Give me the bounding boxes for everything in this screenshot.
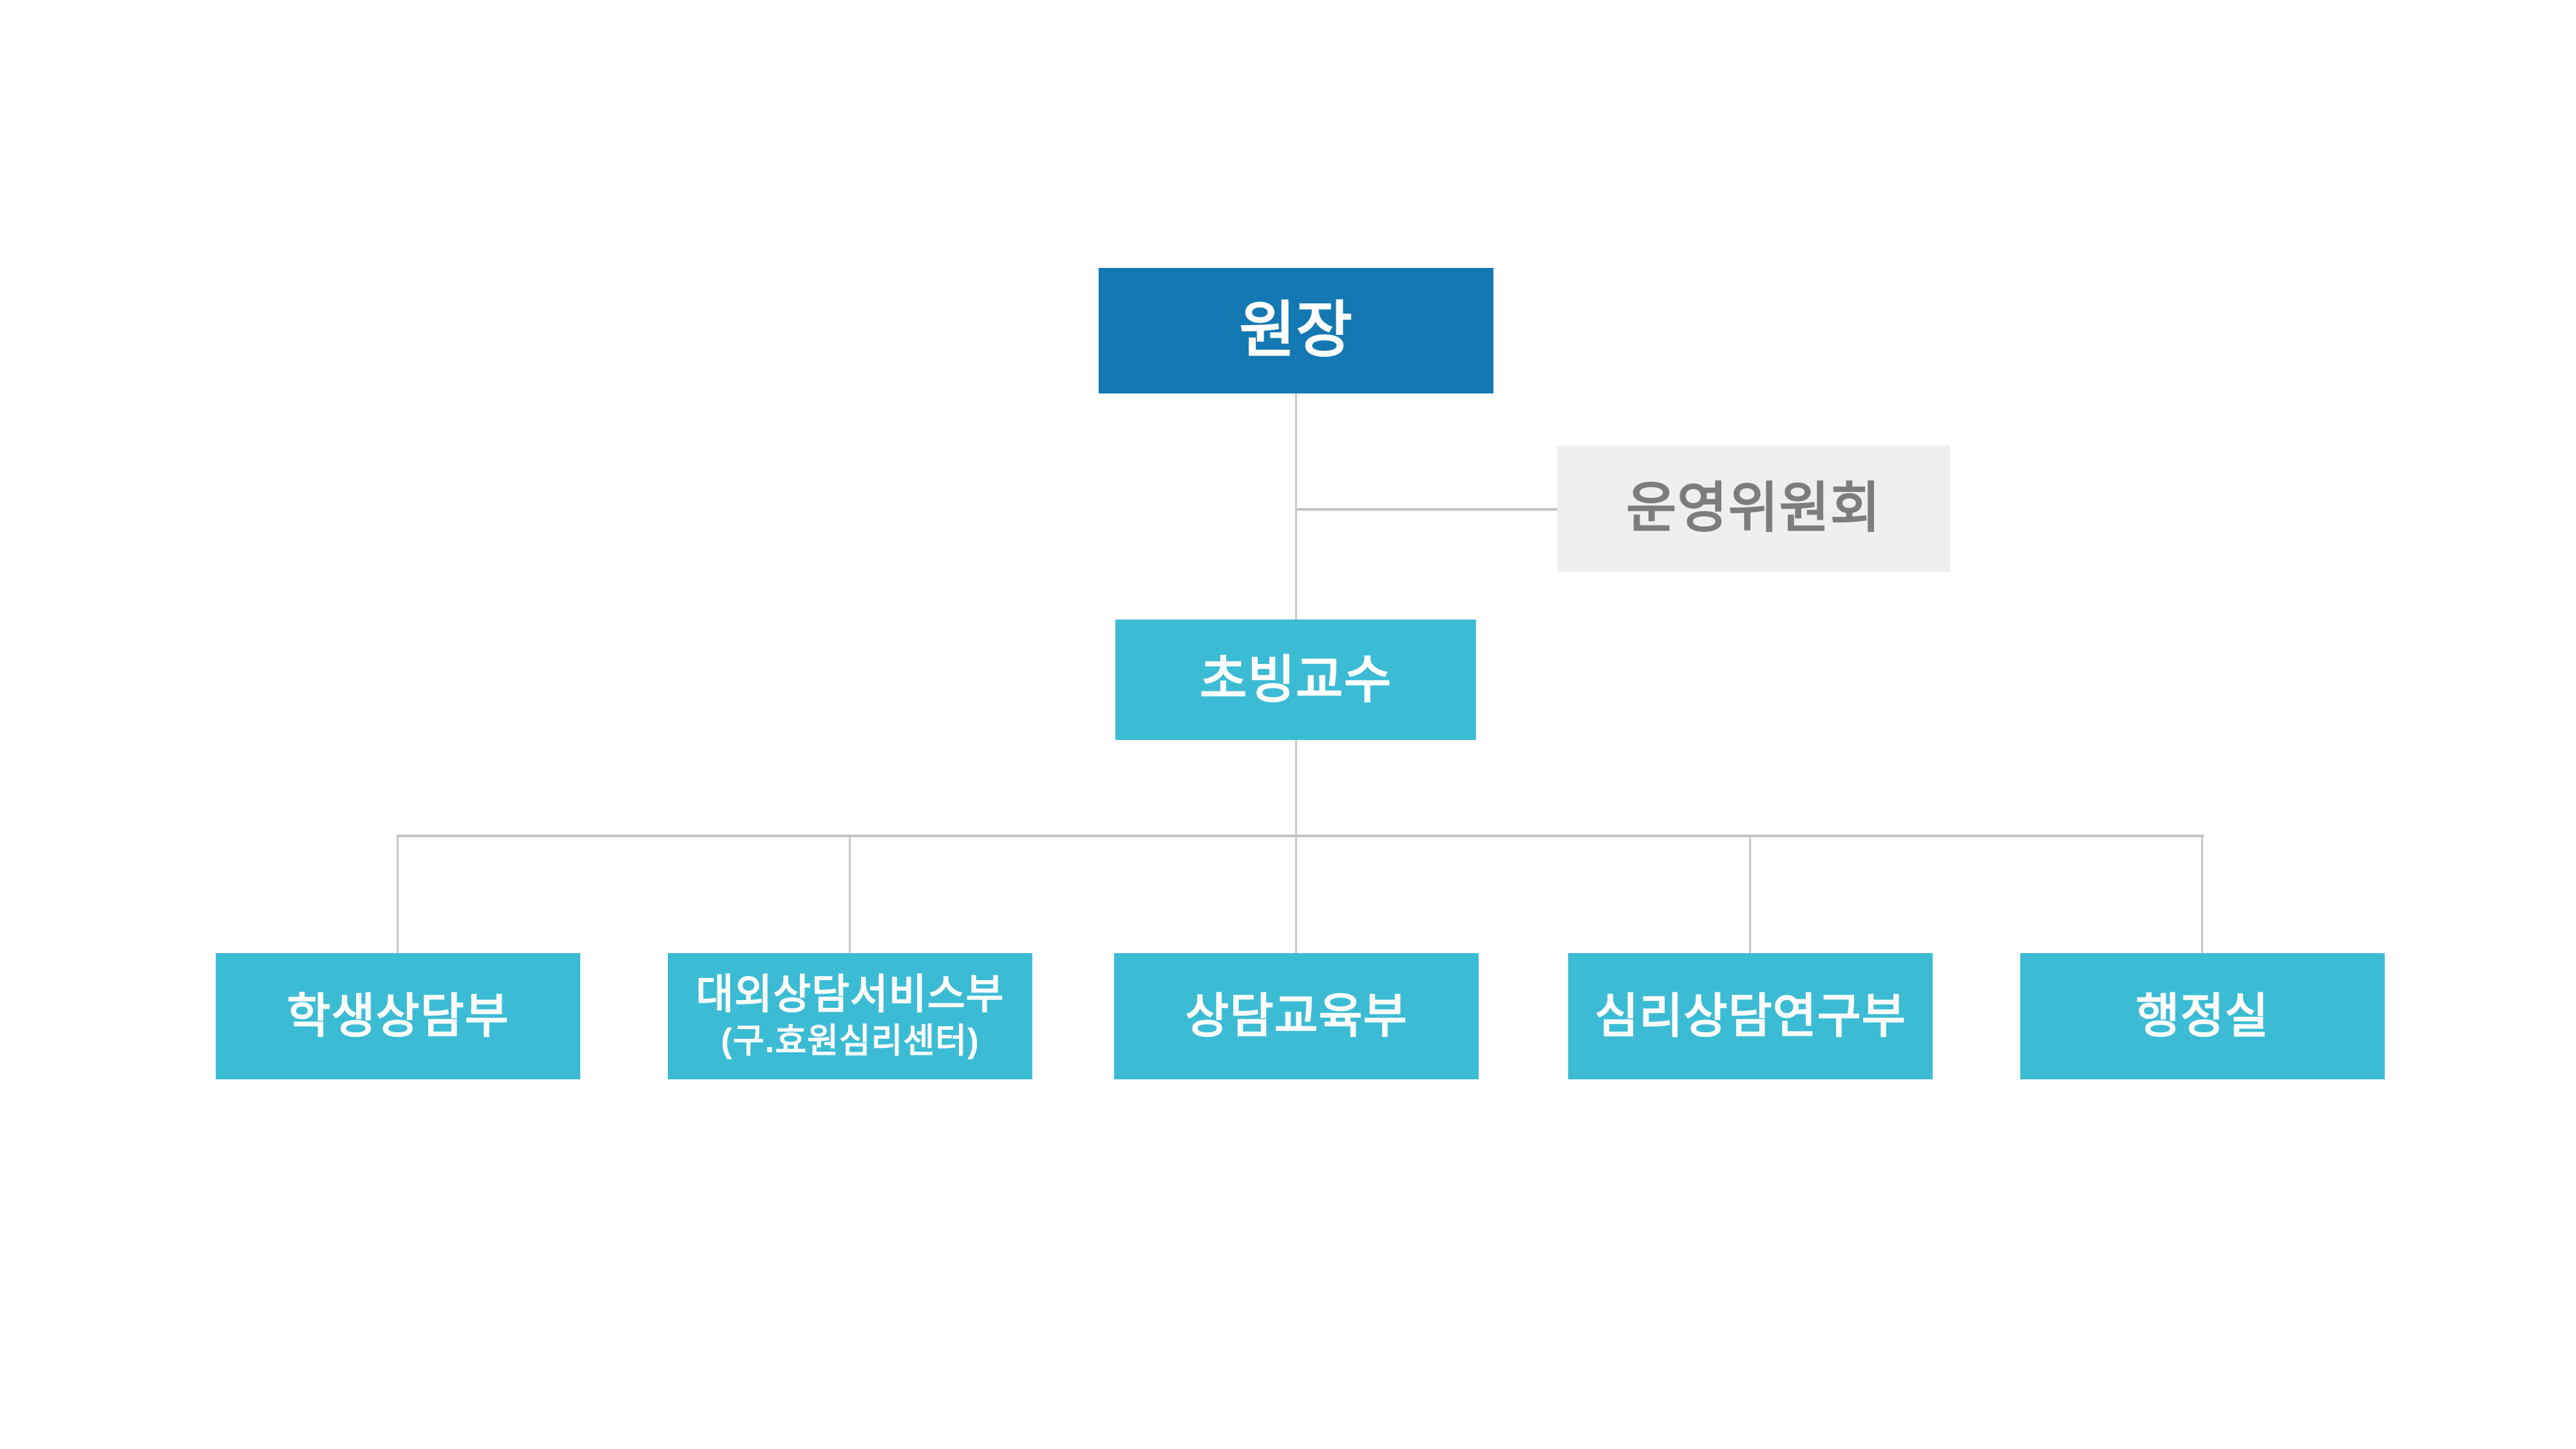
- director-label: 원장: [1239, 296, 1353, 365]
- connector-drop-student-counseling: [397, 836, 399, 953]
- steering-committee-label: 운영위원회: [1625, 478, 1881, 540]
- connector-director-to-professor: [1295, 393, 1297, 836]
- org-node-psychological-counseling-research-dept: 심리상담연구부: [1568, 953, 1933, 1079]
- org-node-invited-professor: 초빙교수: [1115, 620, 1476, 740]
- org-node-admin-office: 행정실: [2020, 953, 2385, 1079]
- org-node-counseling-education-dept: 상담교육부: [1114, 953, 1479, 1079]
- org-node-director: 원장: [1099, 268, 1493, 393]
- connector-drop-external-counseling: [849, 836, 851, 953]
- org-node-external-counseling-service-dept: 대외상담서비스부 (구.효원심리센터): [668, 953, 1032, 1079]
- admin-office-label: 행정실: [2136, 989, 2269, 1043]
- connector-departments-distributor: [397, 835, 2204, 837]
- student-counseling-dept-label: 학생상담부: [287, 989, 509, 1043]
- connector-drop-admin-office: [2201, 836, 2203, 953]
- org-node-steering-committee: 운영위원회: [1557, 446, 1950, 572]
- external-counseling-service-dept-sublabel: (구.효원심리센터): [721, 1022, 980, 1061]
- counseling-education-dept-label: 상담교육부: [1185, 989, 1408, 1043]
- external-counseling-service-dept-label: 대외상담서비스부: [696, 971, 1005, 1018]
- connector-committee-branch: [1296, 508, 1558, 511]
- psychological-counseling-research-dept-label: 심리상담연구부: [1595, 989, 1906, 1043]
- invited-professor-label: 초빙교수: [1199, 650, 1392, 708]
- connector-drop-counseling-education: [1295, 836, 1297, 953]
- connector-drop-psychology-research: [1749, 836, 1751, 953]
- org-node-student-counseling-dept: 학생상담부: [216, 953, 580, 1079]
